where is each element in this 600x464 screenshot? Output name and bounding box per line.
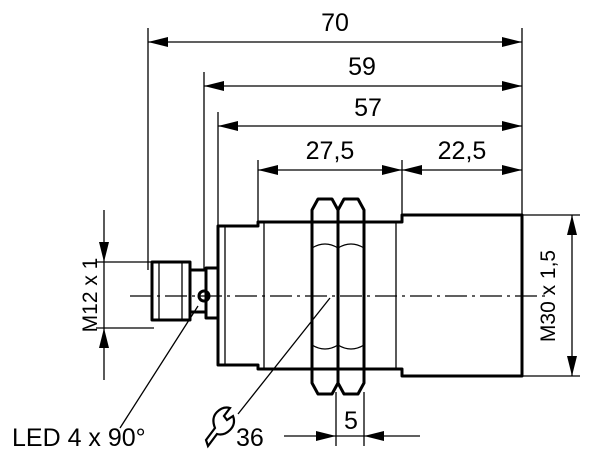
- dim-label-m30: M30 x 1,5: [537, 250, 560, 342]
- leaders: [119, 297, 331, 429]
- dim-label-m12: M12 x 1: [79, 258, 102, 333]
- sensor-body: [130, 197, 545, 396]
- dim-label-5: 5: [344, 407, 358, 435]
- dim-label-70: 70: [321, 9, 349, 37]
- led-label: LED 4 x 90°: [12, 424, 146, 452]
- dimension-59: 59: [204, 53, 522, 91]
- dimension-70: 70: [148, 9, 522, 47]
- dim-label-59: 59: [348, 53, 376, 81]
- wrench-icon: [204, 406, 236, 449]
- dim-label-27-5: 27,5: [306, 137, 355, 165]
- dim-label-57: 57: [354, 94, 382, 122]
- dim-label-22-5: 22,5: [438, 137, 487, 165]
- dimension-m12: M12 x 1: [79, 210, 109, 380]
- dimension-57: 57: [218, 94, 522, 131]
- m12-connector: [150, 260, 220, 322]
- dimension-27-5: 27,5: [258, 137, 402, 175]
- dimension-5: 5: [284, 407, 420, 441]
- dimension-22-5: 22,5: [402, 137, 522, 175]
- dimension-m30: M30 x 1,5: [537, 215, 577, 376]
- wrench-size-label: 36: [236, 424, 264, 452]
